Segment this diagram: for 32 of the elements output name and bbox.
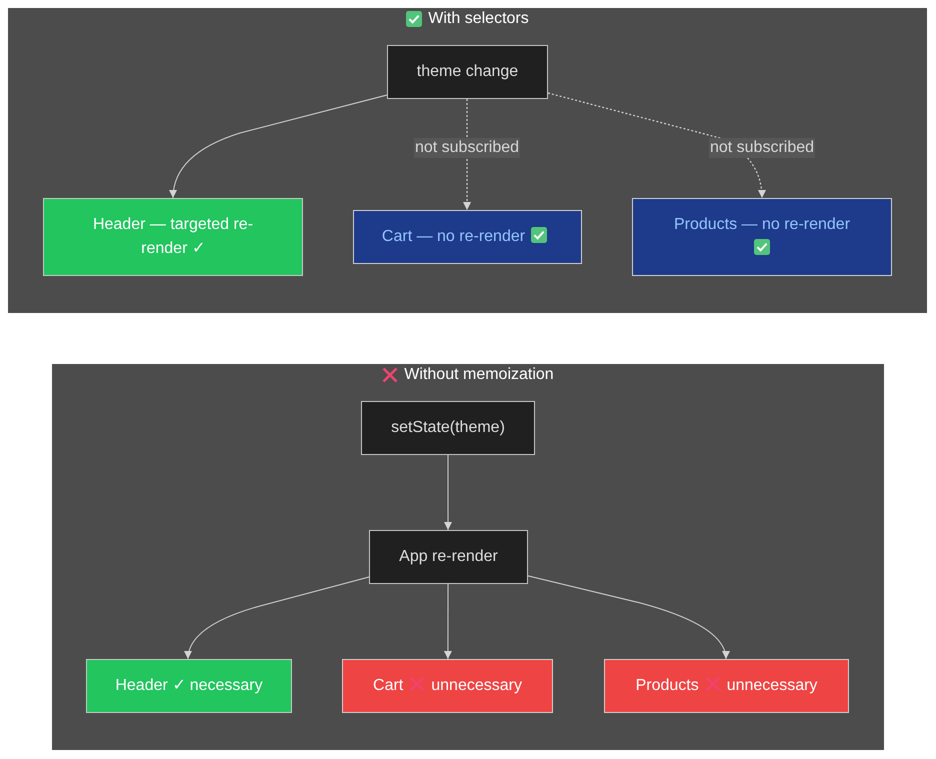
group-panel xyxy=(52,364,884,750)
node-label: Header — targeted re-render ✓ xyxy=(92,216,254,257)
edge-label: not subscribed xyxy=(708,138,816,158)
node-label: Products xyxy=(636,677,699,694)
arrow xyxy=(170,94,388,198)
group-panel xyxy=(8,8,927,313)
process-box xyxy=(632,198,892,276)
process-box xyxy=(43,198,303,276)
process-box xyxy=(369,530,528,584)
process-box xyxy=(361,401,535,455)
process-box xyxy=(353,210,582,264)
arrow xyxy=(184,576,370,660)
group-title: With selectors xyxy=(428,9,529,29)
arrow xyxy=(444,454,452,530)
process-box xyxy=(604,659,849,713)
process-box xyxy=(387,45,548,99)
node-label: App re-render xyxy=(399,548,498,565)
node-label: unnecessary xyxy=(726,677,818,694)
dashed-arrow xyxy=(548,92,766,198)
edge-label: not subscribed xyxy=(414,138,520,158)
node-label: setState(theme) xyxy=(391,419,505,436)
node-label: theme change xyxy=(416,63,518,80)
arrow xyxy=(444,584,452,660)
process-box xyxy=(86,659,292,713)
node-label: Header ✓ necessary xyxy=(115,677,263,694)
process-box xyxy=(342,659,553,713)
arrow xyxy=(528,575,730,660)
node-label: Cart — no re-render xyxy=(382,228,526,245)
node-label: unnecessary xyxy=(431,677,522,694)
node-label: Cart xyxy=(373,677,404,694)
node-label: Products — no re-render xyxy=(674,216,850,233)
group-title: Without memoization xyxy=(404,365,554,385)
